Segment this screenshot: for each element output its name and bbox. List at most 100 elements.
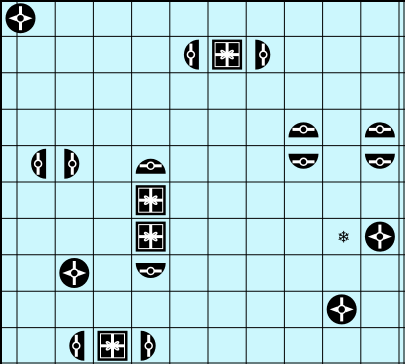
- cell-r8-c1[interactable]: [17, 291, 55, 327]
- cell-r3-c7[interactable]: [246, 109, 284, 145]
- cell-r0-c9[interactable]: [323, 0, 361, 36]
- cell-r5-c0[interactable]: [0, 182, 17, 218]
- cell-r8-c2[interactable]: [55, 291, 93, 327]
- cell-r0-c7[interactable]: [246, 0, 284, 36]
- cell-r9-c1[interactable]: [17, 328, 55, 364]
- cell-r9-c7[interactable]: [246, 328, 284, 364]
- cell-r8-c6[interactable]: [208, 291, 246, 327]
- cell-r0-c3[interactable]: [93, 0, 131, 36]
- cell-r8-c10[interactable]: [361, 291, 399, 327]
- cell-r9-c6[interactable]: [208, 328, 246, 364]
- cell-r7-c8[interactable]: [284, 255, 322, 291]
- cell-r3-c0[interactable]: [0, 109, 17, 145]
- cell-r6-c1[interactable]: [17, 218, 55, 254]
- cell-r8-c7[interactable]: [246, 291, 284, 327]
- cell-r4-c6[interactable]: [208, 146, 246, 182]
- cell-r0-c6[interactable]: [208, 0, 246, 36]
- cell-r4-c3[interactable]: [93, 146, 131, 182]
- submarine-r7c2: [59, 258, 89, 288]
- cell-r4-c0[interactable]: [0, 146, 17, 182]
- markers-layer: ❄: [337, 228, 350, 247]
- cell-r0-c4[interactable]: [132, 0, 170, 36]
- cell-r4-c7[interactable]: [246, 146, 284, 182]
- cell-r9-c0[interactable]: [0, 328, 17, 364]
- cell-r5-c3[interactable]: [93, 182, 131, 218]
- cell-r0-c5[interactable]: [170, 0, 208, 36]
- cell-r5-c5[interactable]: [170, 182, 208, 218]
- cell-r4-c5[interactable]: [170, 146, 208, 182]
- cell-r2-c2[interactable]: [55, 73, 93, 109]
- cell-r0-c8[interactable]: [284, 0, 322, 36]
- cell-r7-c0[interactable]: [0, 255, 17, 291]
- cell-r3-c9[interactable]: [323, 109, 361, 145]
- cell-r6-c3[interactable]: [93, 218, 131, 254]
- cell-r1-c2[interactable]: [55, 36, 93, 72]
- cell-r3-c1[interactable]: [17, 109, 55, 145]
- cell-r6-c7[interactable]: [246, 218, 284, 254]
- ship-hub: [300, 158, 307, 165]
- cell-r8-c3[interactable]: [93, 291, 131, 327]
- cell-r2-c4[interactable]: [132, 73, 170, 109]
- cell-r5-c8[interactable]: [284, 182, 322, 218]
- cell-r0-c10[interactable]: [361, 0, 399, 36]
- cell-r6-c0[interactable]: [0, 218, 17, 254]
- cell-r2-c0[interactable]: [0, 73, 17, 109]
- snowflake-icon: ❄: [337, 228, 350, 247]
- cell-r1-c9[interactable]: [323, 36, 361, 72]
- cell-r1-c10[interactable]: [361, 36, 399, 72]
- cell-r7-c1[interactable]: [17, 255, 55, 291]
- cell-r6-c6[interactable]: [208, 218, 246, 254]
- cell-r6-c8[interactable]: [284, 218, 322, 254]
- cell-r1-c3[interactable]: [93, 36, 131, 72]
- cell-r5-c10[interactable]: [361, 182, 399, 218]
- cell-r9-c8[interactable]: [284, 328, 322, 364]
- ship-hub: [35, 160, 42, 167]
- cruiser-r1c5: [184, 40, 270, 70]
- cell-r4-c9[interactable]: [323, 146, 361, 182]
- cell-r5-c7[interactable]: [246, 182, 284, 218]
- ship-hub: [17, 14, 25, 22]
- cell-r7-c3[interactable]: [93, 255, 131, 291]
- cell-r5-c1[interactable]: [17, 182, 55, 218]
- cell-r8-c5[interactable]: [170, 291, 208, 327]
- cell-r2-c5[interactable]: [170, 73, 208, 109]
- cell-r7-c10[interactable]: [361, 255, 399, 291]
- cell-r9-c10[interactable]: [361, 328, 399, 364]
- cell-r1-c0[interactable]: [0, 36, 17, 72]
- cell-r2-c1[interactable]: [17, 73, 55, 109]
- cell-r2-c7[interactable]: [246, 73, 284, 109]
- cell-r3-c6[interactable]: [208, 109, 246, 145]
- cell-r9-c9[interactable]: [323, 328, 361, 364]
- cell-r2-c3[interactable]: [93, 73, 131, 109]
- cell-r5-c9[interactable]: [323, 182, 361, 218]
- cell-r3-c4[interactable]: [132, 109, 170, 145]
- cell-r2-c6[interactable]: [208, 73, 246, 109]
- cell-r1-c1[interactable]: [17, 36, 55, 72]
- ship-hub: [70, 269, 78, 277]
- cell-r1-c4[interactable]: [132, 36, 170, 72]
- cell-r9-c5[interactable]: [170, 328, 208, 364]
- cell-r3-c5[interactable]: [170, 109, 208, 145]
- ship-hub: [187, 51, 194, 58]
- cell-r3-c2[interactable]: [55, 109, 93, 145]
- ship-hub: [145, 342, 152, 349]
- cell-r5-c2[interactable]: [55, 182, 93, 218]
- cell-r2-c9[interactable]: [323, 73, 361, 109]
- cell-r7-c9[interactable]: [323, 255, 361, 291]
- cell-r6-c5[interactable]: [170, 218, 208, 254]
- cell-r8-c8[interactable]: [284, 291, 322, 327]
- cell-r0-c2[interactable]: [55, 0, 93, 36]
- cell-r6-c2[interactable]: [55, 218, 93, 254]
- cell-r8-c4[interactable]: [132, 291, 170, 327]
- cell-r3-c3[interactable]: [93, 109, 131, 145]
- cell-r2-c8[interactable]: [284, 73, 322, 109]
- cell-r5-c6[interactable]: [208, 182, 246, 218]
- cell-r7-c6[interactable]: [208, 255, 246, 291]
- cell-r8-c0[interactable]: [0, 291, 17, 327]
- ship-hub: [147, 162, 154, 169]
- cell-r1-c8[interactable]: [284, 36, 322, 72]
- cell-r7-c5[interactable]: [170, 255, 208, 291]
- cell-r2-c10[interactable]: [361, 73, 399, 109]
- cell-r7-c7[interactable]: [246, 255, 284, 291]
